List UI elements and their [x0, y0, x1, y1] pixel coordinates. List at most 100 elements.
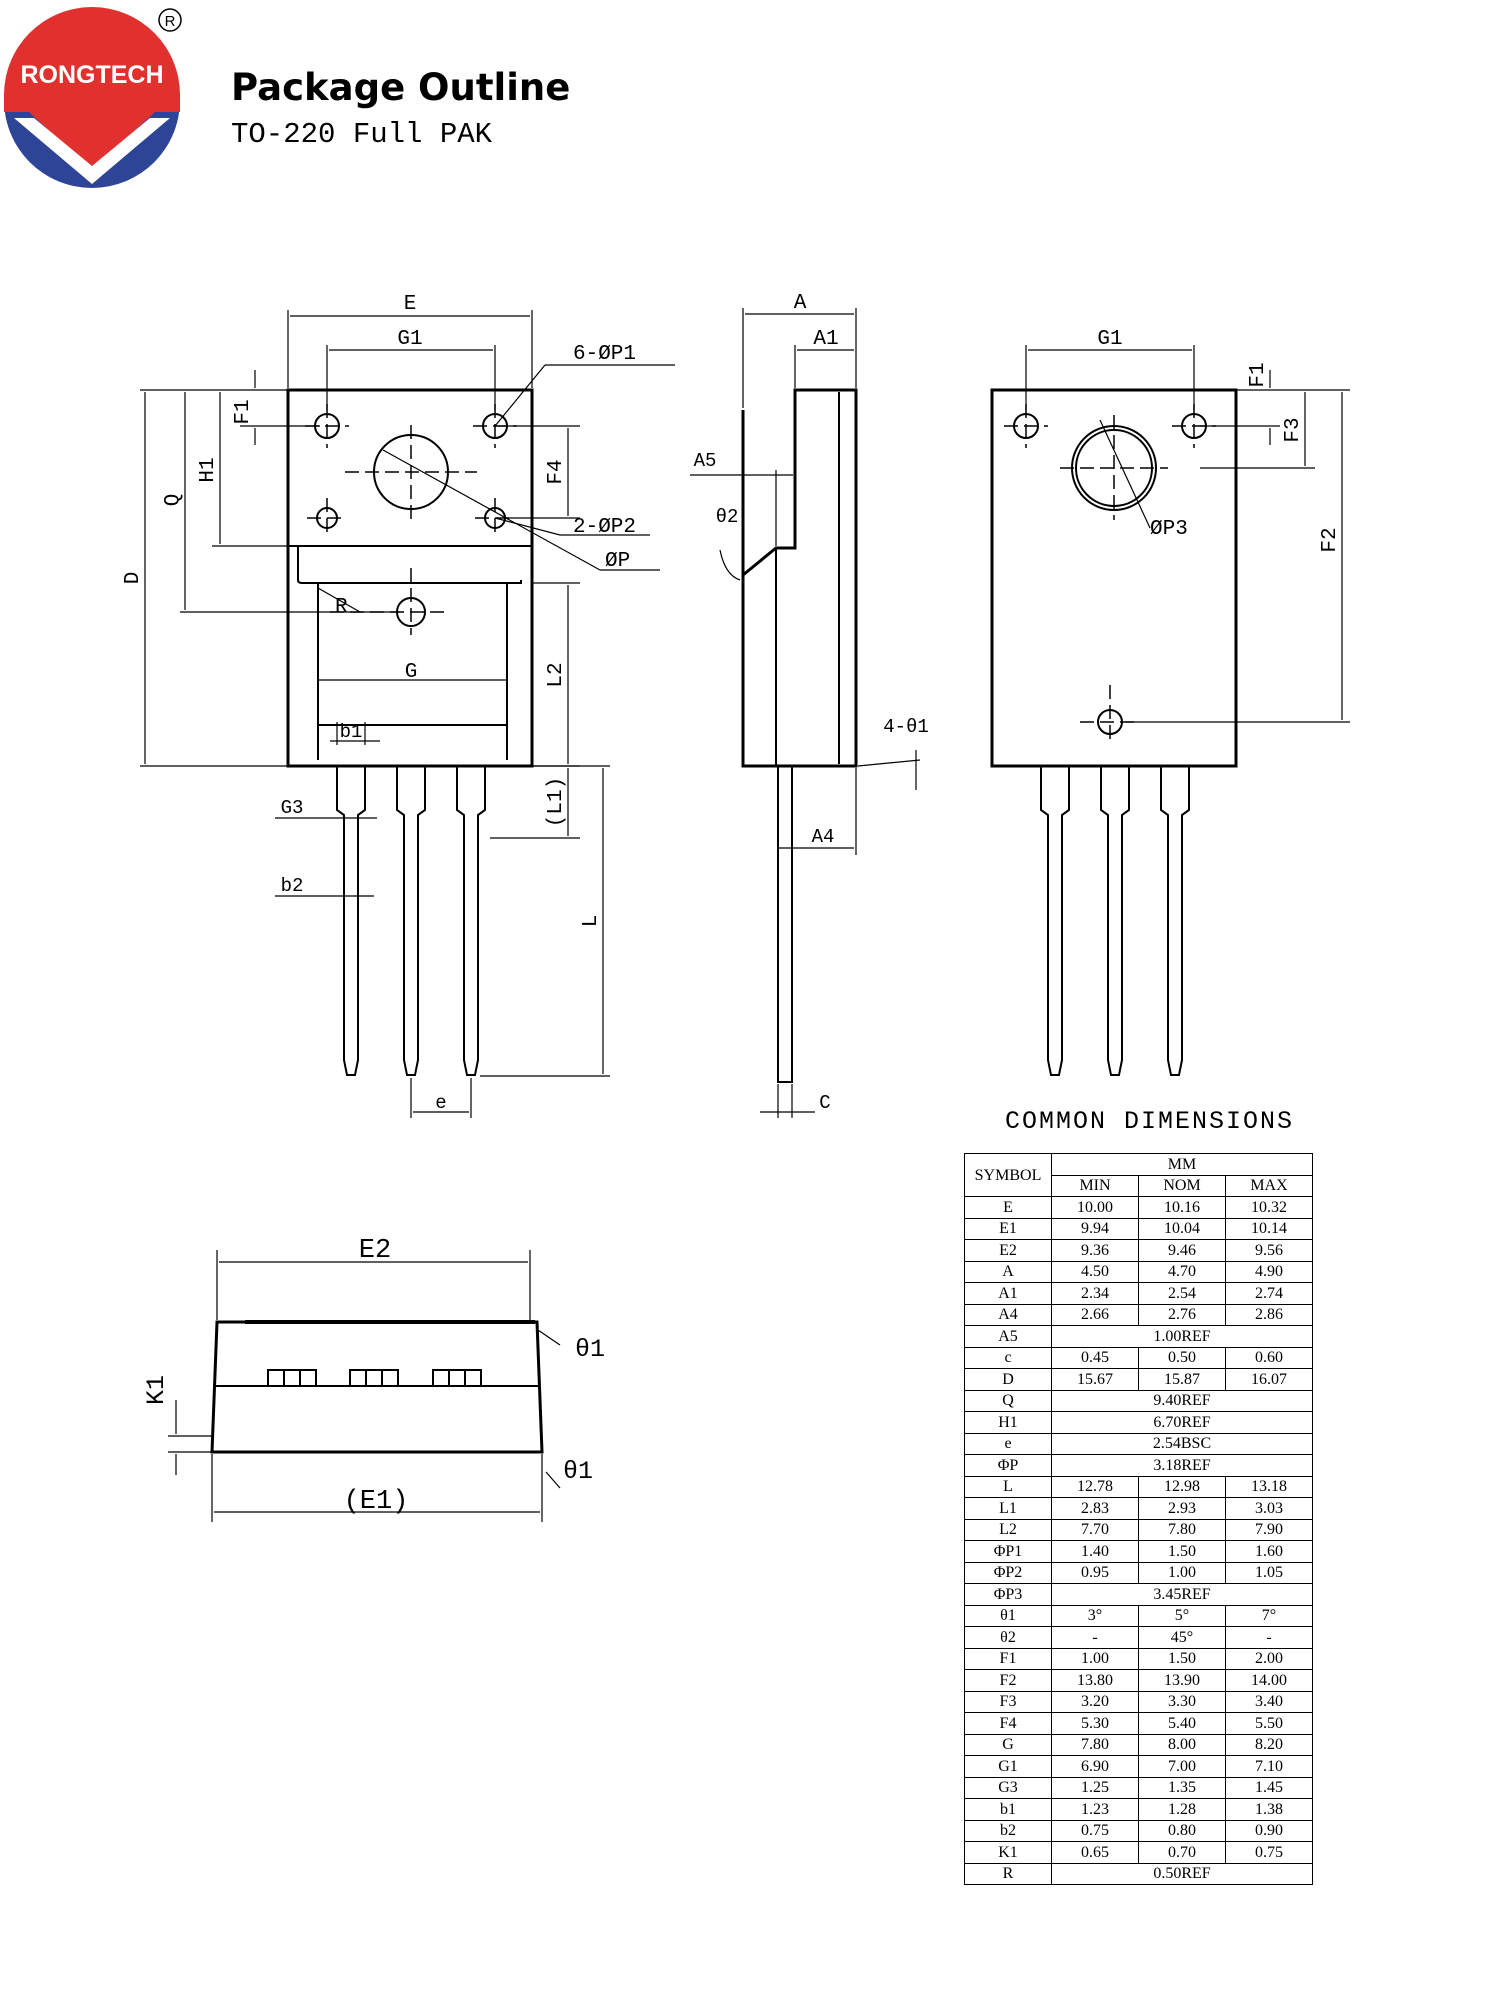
label-E: E	[404, 293, 417, 316]
label-A1: A1	[813, 328, 838, 351]
cell-min: 7.80	[1051, 1733, 1139, 1756]
cell-nom: 10.04	[1138, 1217, 1226, 1240]
cell-max: 1.38	[1225, 1798, 1313, 1821]
cell-nom: 7.80	[1138, 1518, 1226, 1541]
label-L2: L2	[545, 662, 568, 687]
cell-symbol: e	[964, 1432, 1052, 1455]
cell-max: 2.74	[1225, 1282, 1313, 1305]
cell-symbol: F1	[964, 1647, 1052, 1670]
cell-nom: 5°	[1138, 1604, 1226, 1627]
front-view	[140, 310, 675, 1118]
label-F3: F3	[1282, 417, 1305, 442]
label-theta2: θ2	[716, 506, 739, 528]
header-max: MAX	[1225, 1174, 1313, 1197]
cell-min: 7.70	[1051, 1518, 1139, 1541]
cell-symbol: L	[964, 1475, 1052, 1498]
cell-symbol: K1	[964, 1841, 1052, 1864]
cell-max: 1.60	[1225, 1540, 1313, 1563]
cell-symbol: A	[964, 1260, 1052, 1283]
cell-symbol: ΦP	[964, 1454, 1052, 1477]
label-E2: E2	[359, 1236, 391, 1266]
cell-max: 7°	[1225, 1604, 1313, 1627]
cell-symbol: A1	[964, 1282, 1052, 1305]
cell-max: 1.05	[1225, 1561, 1313, 1584]
cell-ref: 3.45REF	[1051, 1583, 1313, 1606]
cell-nom: 12.98	[1138, 1475, 1226, 1498]
cell-symbol: G1	[964, 1755, 1052, 1778]
cell-symbol: A4	[964, 1303, 1052, 1326]
cell-max: 13.18	[1225, 1475, 1313, 1498]
cell-symbol: H1	[964, 1411, 1052, 1434]
cell-symbol: E1	[964, 1217, 1052, 1240]
cell-nom: 5.40	[1138, 1712, 1226, 1735]
label-G1: G1	[397, 328, 422, 351]
cell-symbol: F4	[964, 1712, 1052, 1735]
cell-min: 2.66	[1051, 1303, 1139, 1326]
label-A5: A5	[694, 450, 717, 472]
bottom-view	[168, 1250, 561, 1522]
table-row: θ2-45°-	[964, 1626, 1313, 1649]
cell-nom: 10.16	[1138, 1196, 1226, 1219]
cell-max: 8.20	[1225, 1733, 1313, 1756]
cell-ref: 3.18REF	[1051, 1454, 1313, 1477]
logo-brand-text: RONGTECH	[20, 61, 163, 89]
cell-min: 15.67	[1051, 1368, 1139, 1391]
cell-min: 1.25	[1051, 1776, 1139, 1799]
header-unit: MM	[1051, 1153, 1313, 1176]
label-A4: A4	[812, 826, 835, 848]
cell-ref: 9.40REF	[1051, 1389, 1313, 1412]
cell-nom: 15.87	[1138, 1368, 1226, 1391]
cell-max: 7.10	[1225, 1755, 1313, 1778]
label-Q: Q	[162, 494, 185, 507]
label-theta1-top: θ1	[575, 1335, 605, 1364]
cell-symbol: θ2	[964, 1626, 1052, 1649]
cell-symbol: G	[964, 1733, 1052, 1756]
cell-max: 1.45	[1225, 1776, 1313, 1799]
page-title: Package Outline	[231, 66, 571, 109]
cell-max: 2.86	[1225, 1303, 1313, 1326]
cell-min: 2.83	[1051, 1497, 1139, 1520]
cell-max: 10.14	[1225, 1217, 1313, 1240]
label-theta1-bottom: θ1	[563, 1457, 593, 1486]
label-A: A	[794, 292, 807, 315]
package-subtitle: TO-220 Full PAK	[231, 118, 493, 151]
label-P2: 2-ØP2	[573, 516, 636, 539]
cell-nom: 3.30	[1138, 1690, 1226, 1713]
cell-symbol: θ1	[964, 1604, 1052, 1627]
cell-max: 0.90	[1225, 1819, 1313, 1842]
cell-max: 0.75	[1225, 1841, 1313, 1864]
cell-max: 9.56	[1225, 1239, 1313, 1262]
cell-ref: 1.00REF	[1051, 1325, 1313, 1348]
cell-symbol: L1	[964, 1497, 1052, 1520]
label-G3: G3	[281, 797, 304, 819]
cell-nom: 13.90	[1138, 1669, 1226, 1692]
cell-min: 3.20	[1051, 1690, 1139, 1713]
cell-ref: 0.50REF	[1051, 1862, 1313, 1885]
cell-symbol: b1	[964, 1798, 1052, 1821]
cell-min: 13.80	[1051, 1669, 1139, 1692]
cell-nom: 2.54	[1138, 1282, 1226, 1305]
cell-max: 14.00	[1225, 1669, 1313, 1692]
svg-text:R: R	[165, 13, 176, 30]
cell-nom: 1.35	[1138, 1776, 1226, 1799]
cell-nom: 7.00	[1138, 1755, 1226, 1778]
cell-symbol: ΦP1	[964, 1540, 1052, 1563]
cell-min: 4.50	[1051, 1260, 1139, 1283]
cell-nom: 1.50	[1138, 1540, 1226, 1563]
cell-nom: 4.70	[1138, 1260, 1226, 1283]
cell-nom: 45°	[1138, 1626, 1226, 1649]
